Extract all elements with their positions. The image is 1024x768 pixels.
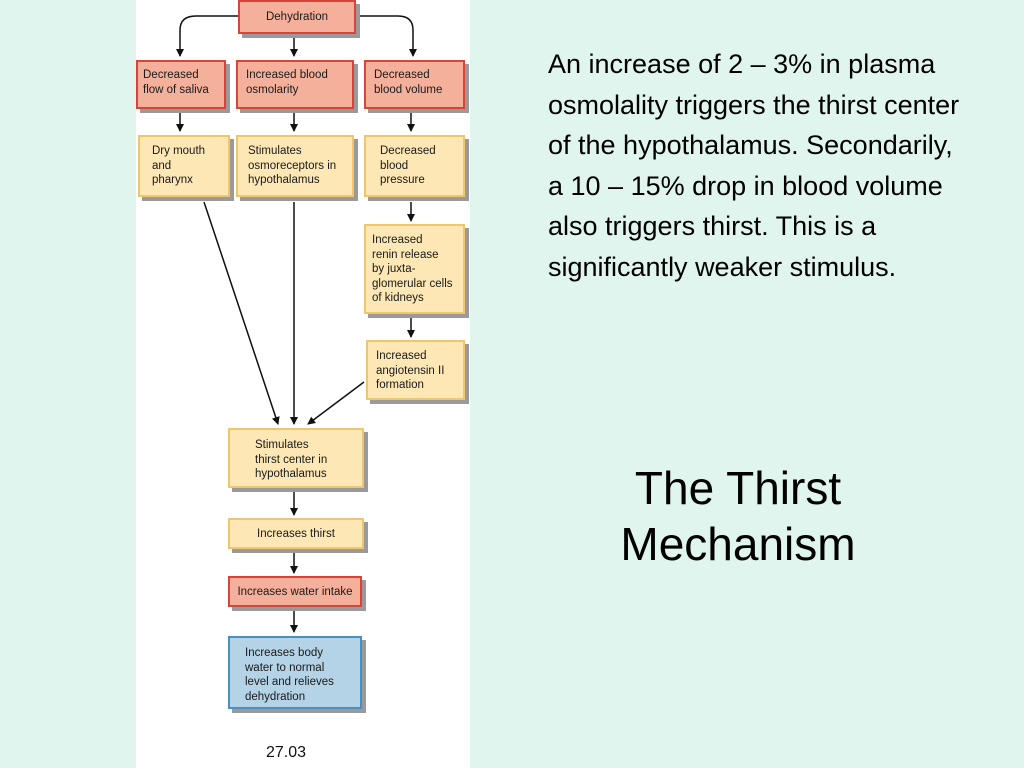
- arrow-dry-mouth-to-thirst-center: [203, 201, 280, 425]
- figure-number: 27.03: [266, 744, 307, 761]
- node-stimulates-osmoreceptors: Stimulates osmoreceptors in hypothalamus: [236, 135, 354, 197]
- body-text: An increase of 2 – 3% in plasma osmolali…: [548, 49, 960, 282]
- node-increases-body-water: Increases body water to normal level and…: [228, 636, 362, 709]
- node-increased-osmolarity: Increased blood osmolarity: [236, 60, 354, 109]
- arrow-dehydration-to-blood-volume: [355, 15, 417, 57]
- node-decreased-pressure: Decreased blood pressure: [364, 135, 465, 197]
- arrow-angiotensin-to-thirst-center: [307, 381, 365, 425]
- node-stimulates-thirst-center: Stimulates thirst center in hypothalamus: [228, 428, 364, 488]
- node-increases-thirst: Increases thirst: [228, 518, 364, 549]
- node-dry-mouth: Dry mouth and pharynx: [138, 135, 230, 197]
- node-decreased-saliva: Decreased flow of saliva: [136, 60, 226, 109]
- node-dehydration: Dehydration: [238, 0, 356, 34]
- node-increases-water-intake: Increases water intake: [228, 576, 362, 607]
- node-decreased-blood-volume: Decreased blood volume: [364, 60, 465, 109]
- node-increased-angiotensin: Increased angiotensin II formation: [366, 340, 465, 400]
- arrow-dehydration-to-saliva: [176, 15, 240, 57]
- slide-title: The Thirst Mechanism: [620, 462, 856, 570]
- node-increased-renin: Increased renin release by juxta- glomer…: [364, 224, 465, 314]
